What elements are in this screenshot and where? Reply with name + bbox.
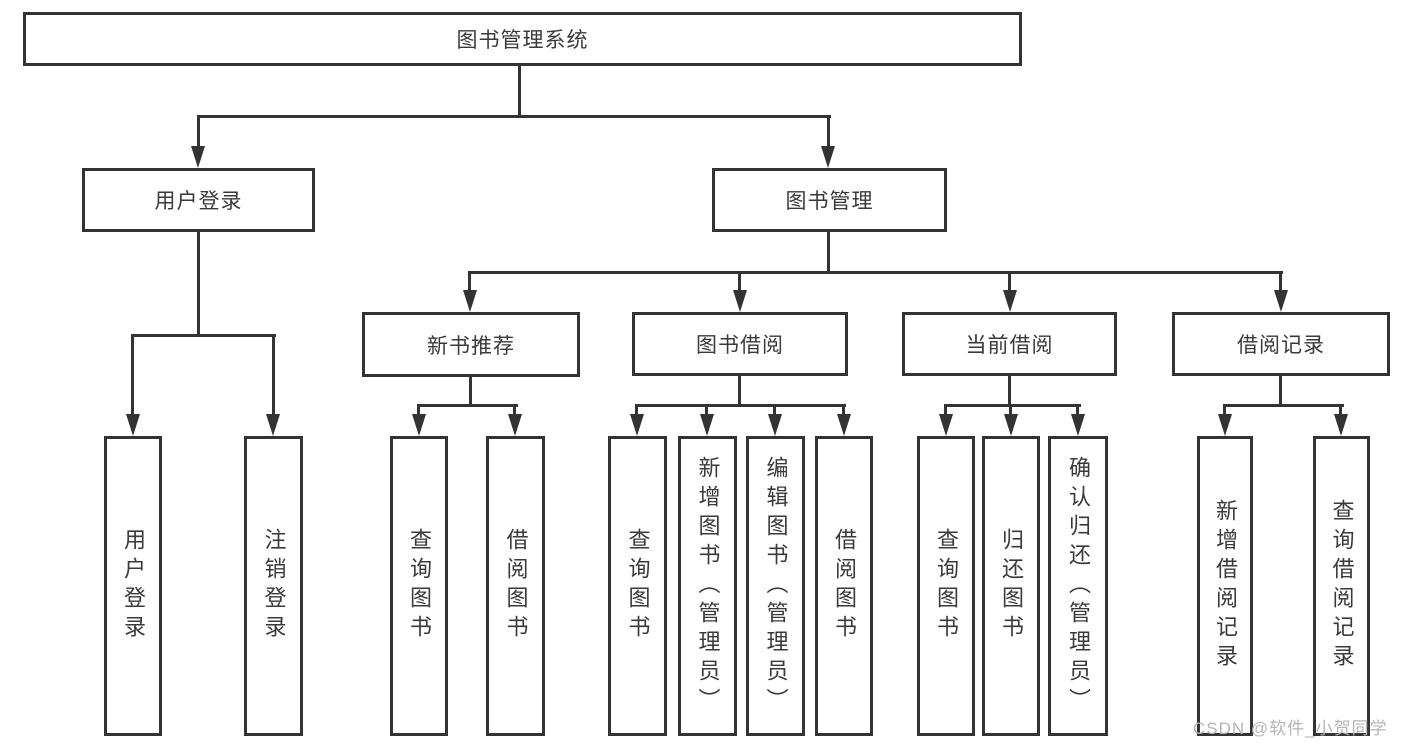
node-borrow-records-label: 借阅记录	[1237, 334, 1325, 357]
node-book-management-label: 图书管理	[785, 190, 874, 213]
arrow-borrow-leaf-2	[700, 414, 714, 436]
connector-current-stem	[1008, 374, 1011, 406]
csdn-watermark: CSDN @软件_小贺同学	[1193, 719, 1388, 738]
connector-user-login-drop-2	[272, 334, 275, 418]
connector-records-stem	[1279, 374, 1282, 406]
leaf-user-login: 用户登录	[104, 436, 162, 736]
connector-book-mgmt-drop-3	[1008, 271, 1011, 293]
connector-records-drop-2	[1339, 404, 1342, 416]
arrow-records-leaf-2	[1334, 414, 1348, 436]
connector-book-mgmt-stem	[827, 229, 830, 273]
connector-current-rail	[944, 404, 1081, 407]
leaf-recommend-borrow-books: 借阅图书	[486, 436, 545, 736]
arrow-borrow-leaf-3	[768, 414, 782, 436]
node-root-label: 图书管理系统	[456, 29, 589, 52]
node-book-borrow: 图书借阅	[632, 312, 848, 376]
node-current-borrow: 当前借阅	[902, 312, 1117, 376]
connector-borrow-drop-4	[842, 404, 845, 416]
node-current-borrow-label: 当前借阅	[965, 334, 1054, 357]
connector-book-mgmt-drop-2	[738, 271, 741, 293]
leaf-current-confirm-return-admin: 确认归还（管理员）	[1048, 436, 1108, 736]
node-root: 图书管理系统	[23, 12, 1022, 66]
node-user-login: 用户登录	[82, 168, 315, 232]
connector-user-login-drop-1	[131, 334, 134, 418]
leaf-current-query-books-label: 查询图书	[934, 528, 959, 644]
connector-current-drop-3	[1076, 404, 1079, 416]
arrow-to-leaf-logout	[266, 414, 280, 436]
leaf-current-query-books: 查询图书	[917, 436, 975, 736]
leaf-user-login-label: 用户登录	[121, 528, 146, 644]
connector-records-rail	[1223, 404, 1344, 407]
connector-root-stem	[518, 64, 521, 117]
arrow-to-book-borrow	[733, 290, 747, 312]
arrow-records-leaf-1	[1218, 414, 1232, 436]
leaf-borrow-edit-books-admin: 编辑图书（管理员）	[746, 436, 805, 736]
leaf-borrow-query-books-label: 查询图书	[625, 528, 651, 644]
arrow-to-user-login	[191, 146, 205, 168]
connector-book-mgmt-drop-4	[1279, 271, 1282, 293]
node-book-borrow-label: 图书借阅	[696, 334, 784, 357]
leaf-current-return-books-label: 归还图书	[999, 528, 1024, 644]
leaf-current-confirm-return-admin-label: 确认归还（管理员）	[1066, 455, 1091, 717]
leaf-borrow-edit-books-admin-label: 编辑图书（管理员）	[763, 455, 789, 717]
leaf-records-add-record: 新增借阅记录	[1197, 436, 1253, 736]
connector-book-mgmt-rail	[468, 271, 1283, 274]
leaf-current-return-books: 归还图书	[982, 436, 1040, 736]
node-borrow-records: 借阅记录	[1172, 312, 1390, 376]
arrow-borrow-leaf-1	[630, 414, 644, 436]
leaf-records-add-record-label: 新增借阅记录	[1213, 499, 1238, 673]
connector-borrow-stem	[738, 374, 741, 406]
node-user-login-label: 用户登录	[154, 190, 243, 213]
leaf-borrow-borrow-books: 借阅图书	[815, 436, 873, 736]
node-new-book-recommend-label: 新书推荐	[427, 334, 515, 358]
leaf-borrow-add-books-admin: 新增图书（管理员）	[678, 436, 737, 736]
connector-recommend-rail	[417, 404, 518, 407]
connector-root-rail	[197, 115, 831, 118]
leaf-borrow-borrow-books-label: 借阅图书	[832, 528, 857, 644]
connector-recommend-stem	[469, 375, 472, 406]
arrow-recommend-leaf-2	[508, 414, 522, 436]
connector-borrow-drop-3	[773, 404, 776, 416]
arrow-current-leaf-3	[1071, 414, 1085, 436]
leaf-records-query-record: 查询借阅记录	[1313, 436, 1370, 736]
leaf-logout: 注销登录	[244, 436, 303, 736]
connector-user-login-stem	[197, 230, 200, 336]
leaf-recommend-query-books: 查询图书	[390, 436, 448, 736]
leaf-borrow-query-books: 查询图书	[608, 436, 667, 736]
connector-current-drop-1	[944, 404, 947, 416]
connector-records-drop-1	[1223, 404, 1226, 416]
node-new-book-recommend: 新书推荐	[362, 312, 580, 377]
arrow-to-current-borrow	[1003, 290, 1017, 312]
connector-root-drop-left	[197, 115, 200, 148]
connector-book-mgmt-drop-1	[468, 271, 471, 293]
arrow-recommend-leaf-1	[412, 414, 426, 436]
arrow-to-leaf-login	[126, 414, 140, 436]
leaf-records-query-record-label: 查询借阅记录	[1329, 499, 1355, 673]
leaf-borrow-add-books-admin-label: 新增图书（管理员）	[695, 455, 721, 717]
connector-recommend-drop-2	[513, 404, 516, 416]
arrow-to-borrow-records	[1274, 290, 1288, 312]
connector-current-drop-2	[1009, 404, 1012, 416]
arrow-to-book-management	[821, 146, 835, 168]
node-book-management: 图书管理	[712, 168, 947, 232]
arrow-current-leaf-1	[939, 414, 953, 436]
arrow-borrow-leaf-4	[837, 414, 851, 436]
connector-root-drop-right	[827, 115, 830, 148]
connector-borrow-drop-2	[705, 404, 708, 416]
leaf-recommend-borrow-books-label: 借阅图书	[503, 528, 529, 644]
arrow-current-leaf-2	[1004, 414, 1018, 436]
arrow-to-new-book-recommend	[463, 290, 477, 312]
connector-borrow-drop-1	[635, 404, 638, 416]
connector-recommend-drop-1	[417, 404, 420, 416]
connector-borrow-rail	[635, 404, 846, 407]
connector-user-login-rail	[131, 334, 276, 337]
leaf-recommend-query-books-label: 查询图书	[407, 528, 432, 644]
leaf-logout-label: 注销登录	[261, 528, 287, 644]
